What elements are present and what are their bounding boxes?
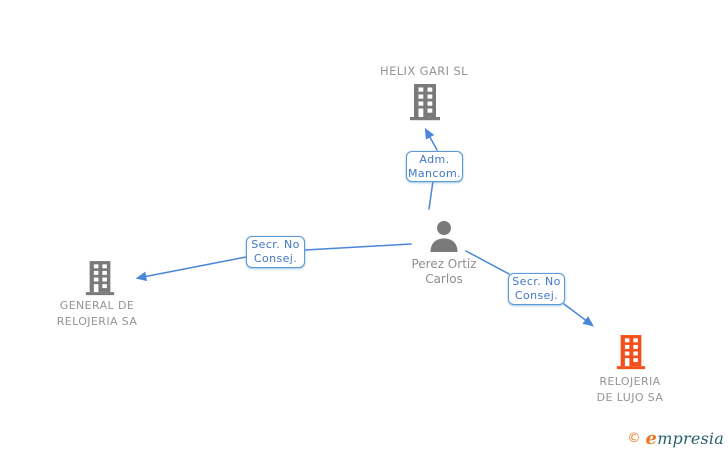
edge-secr-right-to-lujo-arrow	[563, 303, 594, 327]
role-box-line: Consej.	[253, 252, 298, 265]
role-box-secr-no-consej-left: Secr. No Consej.	[246, 236, 305, 268]
company-label-line: RELOJERIA	[599, 375, 661, 388]
role-box-secr-no-consej-right: Secr. No Consej.	[508, 273, 565, 305]
empresia-brand-text: empresia	[645, 428, 724, 449]
role-box-line: Mancom.	[408, 167, 461, 180]
person-name[interactable]: Perez Ortiz Carlos	[384, 257, 504, 287]
role-box-line: Adm.	[419, 153, 450, 166]
person-icon[interactable]	[429, 221, 459, 256]
company-label-relojeria-de-lujo[interactable]: RELOJERIA DE LUJO SA	[550, 374, 710, 406]
company-label-helix-gari[interactable]: HELIX GARI SL	[380, 64, 468, 78]
person-name-line: Carlos	[425, 272, 463, 286]
edge-admmancom-to-helix-arrow	[424, 127, 438, 151]
empresia-brand-initial: e	[645, 428, 658, 449]
role-box-line: Secr. No	[251, 238, 300, 251]
edge-person-to-admmancom	[428, 180, 434, 210]
company-label-line: DE LUJO SA	[596, 391, 664, 404]
company-label-line: RELOJERIA SA	[56, 315, 138, 328]
empresia-logo[interactable]: © empresia	[627, 428, 724, 449]
company-label-line: GENERAL DE	[59, 299, 135, 312]
company-label-general-de-relojeria[interactable]: GENERAL DE RELOJERIA SA	[17, 298, 177, 330]
role-box-line: Secr. No	[512, 275, 561, 288]
copyright-icon: ©	[627, 431, 641, 446]
person-name-line: Perez Ortiz	[411, 257, 477, 271]
building-icon-helix[interactable]	[408, 83, 442, 125]
building-icon-relojeria-lujo[interactable]	[615, 334, 647, 374]
role-box-line: Consej.	[514, 289, 559, 302]
edge-secr-left-to-general-arrow	[135, 256, 247, 282]
role-box-adm-mancom: Adm. Mancom.	[406, 151, 463, 182]
empresia-brand-rest: mpresia	[657, 429, 724, 448]
edge-person-to-secr-left-box	[304, 243, 412, 251]
building-icon-general[interactable]	[84, 260, 116, 300]
